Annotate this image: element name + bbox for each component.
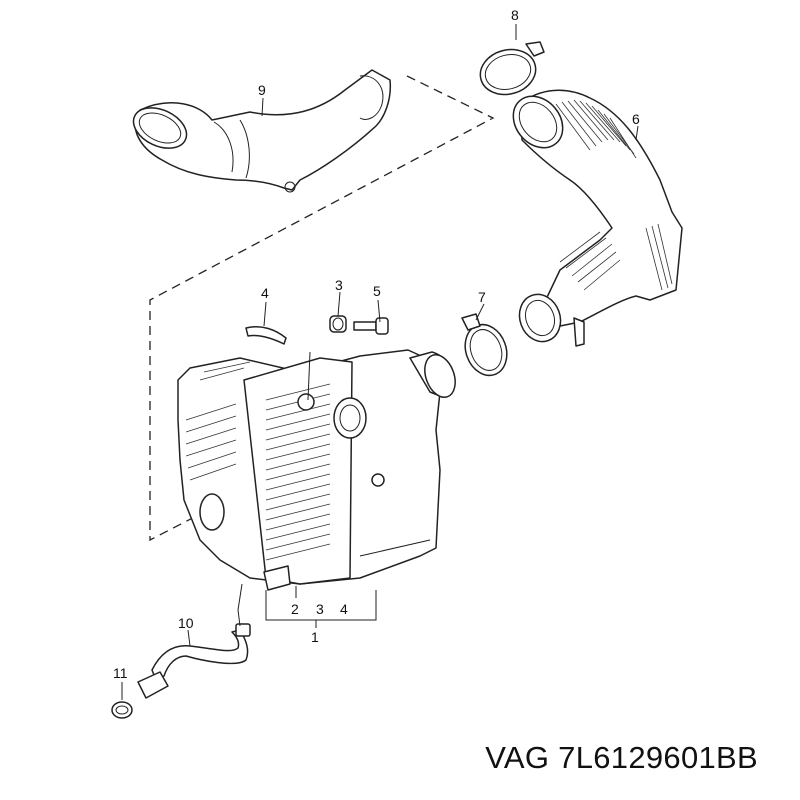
part-3-grommet xyxy=(329,315,347,333)
callout-4-top: 4 xyxy=(261,285,269,301)
callout-9: 9 xyxy=(258,82,266,98)
part-number-caption: VAG 7L6129601BB xyxy=(485,740,758,775)
callout-3-top: 3 xyxy=(335,277,343,293)
callout-2: 2 xyxy=(291,601,299,617)
callout-7: 7 xyxy=(478,289,486,305)
part-10-vent-hose xyxy=(151,583,251,681)
callout-3-bottom: 3 xyxy=(316,601,324,617)
callout-4-bottom: 4 xyxy=(340,601,348,617)
part-4-clip xyxy=(245,326,287,345)
leader-lines xyxy=(121,24,639,700)
part-6-corrugated-hose xyxy=(512,89,683,347)
callout-6: 6 xyxy=(632,111,640,127)
part-11-hose-clamp xyxy=(111,671,169,719)
air-filter-housing xyxy=(177,349,456,591)
callout-10: 10 xyxy=(178,615,194,631)
callout-numbers: 8 9 6 4 3 5 7 2 3 4 1 10 11 xyxy=(113,7,640,681)
part-7-hose-clamp xyxy=(461,313,508,377)
callout-1: 1 xyxy=(311,629,319,645)
part-9-intake-duct xyxy=(132,69,392,193)
part-8-hose-clamp xyxy=(479,41,545,96)
part-5-bolt xyxy=(353,317,389,335)
callout-8: 8 xyxy=(511,7,519,23)
callout-5: 5 xyxy=(373,283,381,299)
callout-11: 11 xyxy=(113,665,128,681)
assembly-boundary xyxy=(149,75,495,542)
